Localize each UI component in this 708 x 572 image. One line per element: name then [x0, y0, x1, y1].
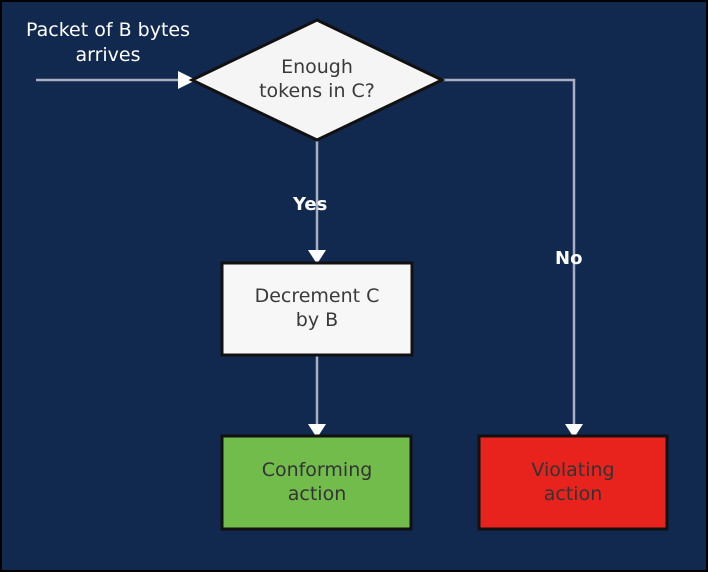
edge-no-branch — [442, 78, 583, 438]
edge-process-to-conforming — [308, 354, 326, 438]
edge-yes-branch — [308, 140, 326, 264]
violating-action-box[interactable] — [477, 434, 669, 531]
process-node-box[interactable] — [220, 261, 414, 357]
edge-arrival — [36, 71, 196, 89]
arrival-caption: Packet of B bytes arrives — [26, 19, 190, 67]
decision-node-diamond[interactable] — [188, 18, 446, 142]
conforming-action-box[interactable] — [220, 434, 413, 531]
